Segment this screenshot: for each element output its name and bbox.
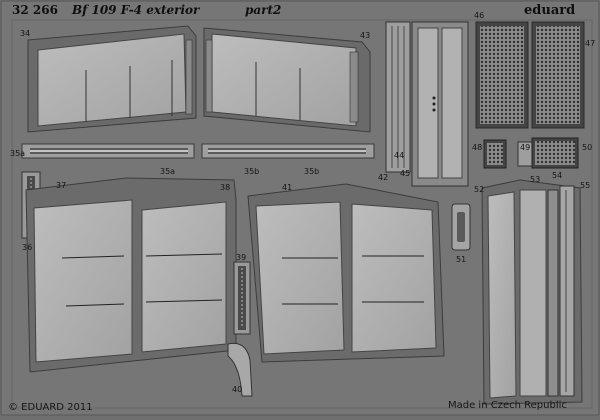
- fret-border: [11, 19, 593, 409]
- part-label-38: 38: [220, 183, 230, 192]
- part-37: [25, 177, 237, 373]
- brand-logo: eduard: [524, 3, 575, 18]
- sheet-part: part2: [245, 3, 281, 17]
- part-51: [451, 203, 471, 251]
- part-44-45: [385, 21, 469, 187]
- copyright-text: © EDUARD 2011: [8, 402, 93, 413]
- part-label-45: 45: [400, 169, 410, 178]
- part-label-34: 34: [20, 29, 30, 38]
- part-41-42: [247, 183, 445, 363]
- part-48-49-50: [483, 137, 579, 169]
- part-46-47-mesh: [475, 21, 585, 129]
- part-label-35b-left: 35b: [244, 167, 259, 176]
- part-label-43: 43: [360, 31, 370, 40]
- part-label-46: 46: [474, 11, 484, 20]
- part-label-41: 41: [282, 183, 292, 192]
- part-39: [233, 261, 251, 335]
- part-label-40: 40: [232, 385, 242, 394]
- part-label-51: 51: [456, 255, 466, 264]
- part-label-35b: 35b: [304, 167, 319, 176]
- part-label-42: 42: [378, 173, 388, 182]
- part-label-36: 36: [22, 243, 32, 252]
- part-43: [203, 27, 371, 133]
- part-label-50: 50: [582, 143, 592, 152]
- product-code: 32 266: [12, 3, 58, 17]
- part-label-37: 37: [56, 181, 66, 190]
- part-label-35a-left: 35a: [10, 149, 25, 158]
- part-40: [227, 342, 253, 397]
- product-title: Bf 109 F-4 exterior: [71, 3, 201, 17]
- part-35-strips: [21, 143, 375, 159]
- part-label-48: 48: [472, 143, 482, 152]
- part-label-54: 54: [552, 171, 562, 180]
- origin-text: Made in Czech Republic: [448, 400, 567, 411]
- part-52-55: [481, 179, 583, 405]
- part-label-39: 39: [236, 253, 246, 262]
- part-label-49: 49: [520, 143, 530, 152]
- part-label-53: 53: [530, 175, 540, 184]
- part-label-55: 55: [580, 181, 590, 190]
- part-34: [27, 25, 197, 133]
- part-label-44: 44: [394, 151, 404, 160]
- part-label-52: 52: [474, 185, 484, 194]
- part-label-35a: 35a: [160, 167, 175, 176]
- part-label-47: 47: [585, 39, 595, 48]
